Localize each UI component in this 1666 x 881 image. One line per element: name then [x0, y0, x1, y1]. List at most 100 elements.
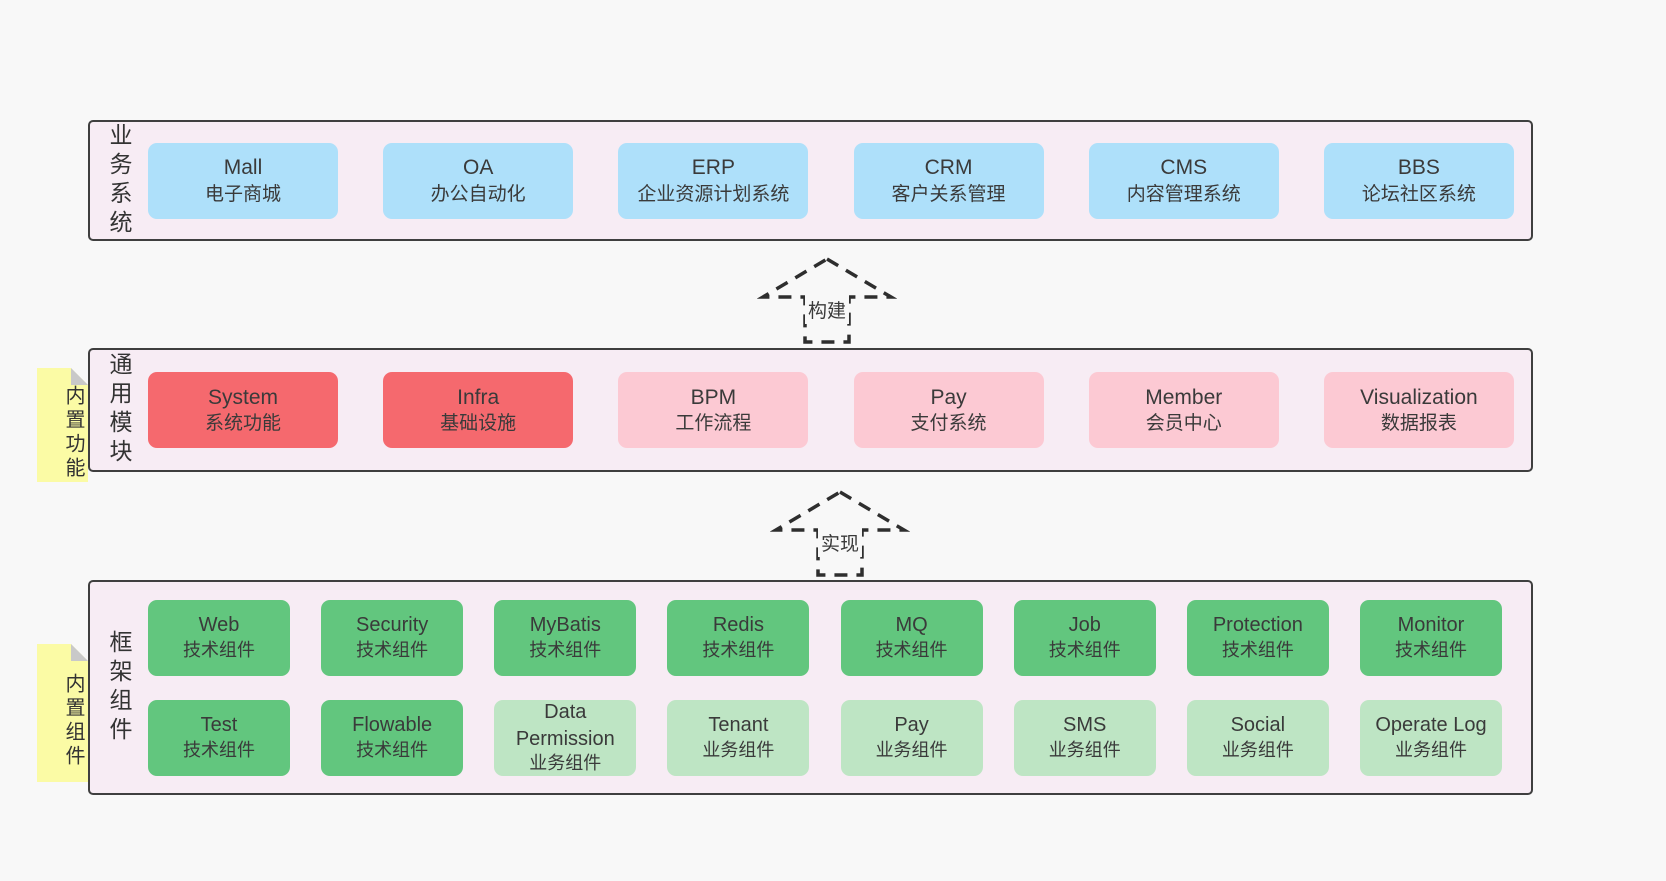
box-system: System 系统功能 [148, 372, 338, 448]
box-member: Member 会员中心 [1088, 372, 1279, 448]
box-data-permission: Data Permission 业务组件 [494, 699, 637, 776]
box-name: Social [1230, 714, 1286, 737]
box-infra: Infra 基础设施 [383, 372, 574, 448]
box-protection: Protection 技术组件 [1186, 599, 1329, 676]
box-monitor: Monitor 技术组件 [1359, 599, 1502, 676]
box-name: CRM [924, 156, 973, 180]
implement-arrow-label: 实现 [817, 528, 863, 557]
box-name: System [207, 385, 278, 409]
modules-boxes-row: System 系统功能 Infra 基础设施 BPM 工作流程 Pay 支付系统… [148, 350, 1531, 470]
box-desc: 论坛社区系统 [1361, 183, 1476, 205]
panel-title-modules: 通用模块 [106, 352, 132, 468]
box-desc: 办公自动化 [430, 183, 526, 205]
box-tenant: Tenant 业务组件 [667, 699, 810, 776]
box-name: Visualization [1360, 385, 1478, 409]
box-name: BBS [1397, 156, 1440, 180]
box-erp: ERP 企业资源计划系统 [618, 142, 809, 219]
note-text: 内置组件 [62, 673, 84, 769]
box-name: Redis [712, 614, 764, 637]
box-name: SMS [1063, 714, 1107, 737]
box-social: Social 业务组件 [1186, 699, 1329, 776]
box-desc: 业务组件 [529, 753, 602, 774]
box-desc: 技术组件 [1048, 639, 1121, 660]
box-desc: 技术组件 [356, 639, 429, 660]
panel-business-systems: 业务系统 Mall 电子商城 OA 办公自动化 ERP 企业资源计划系统 CRM… [88, 120, 1533, 241]
box-oa: OA 办公自动化 [383, 142, 574, 219]
box-desc: 工作流程 [675, 413, 752, 435]
box-operate-log: Operate Log 业务组件 [1359, 699, 1502, 776]
box-name: Pay [894, 714, 929, 737]
box-bpm: BPM 工作流程 [618, 372, 809, 448]
box-desc: 电子商城 [204, 183, 281, 205]
box-security: Security 技术组件 [321, 599, 464, 676]
box-desc: 支付系统 [910, 413, 987, 435]
box-desc: 技术组件 [183, 639, 255, 660]
box-name: Test [200, 714, 238, 737]
build-arrow: 构建 [757, 255, 897, 345]
box-test: Test 技术组件 [148, 699, 290, 776]
panel-title-framework: 框架组件 [106, 629, 132, 746]
box-desc: 业务组件 [1394, 739, 1467, 760]
box-sms: SMS 业务组件 [1013, 699, 1156, 776]
box-name: Job [1068, 614, 1101, 637]
box-mq: MQ 技术组件 [840, 599, 983, 676]
box-desc: 基础设施 [440, 413, 517, 435]
note-built-in-components: 内置组件 [37, 644, 88, 782]
box-desc: 技术组件 [1221, 639, 1294, 660]
note-fold-icon [71, 368, 88, 385]
box-name: OA [463, 156, 494, 180]
box-name: CMS [1160, 156, 1208, 180]
box-desc: 内容管理系统 [1126, 183, 1241, 205]
framework-row-2: Test 技术组件 Flowable 技术组件 Data Permission … [148, 699, 1502, 776]
box-web: Web 技术组件 [148, 599, 290, 676]
box-pay-component: Pay 业务组件 [840, 699, 983, 776]
box-mall: Mall 电子商城 [148, 142, 338, 219]
box-mybatis: MyBatis 技术组件 [494, 599, 637, 676]
panel-framework-components: 框架组件 Web 技术组件 Security 技术组件 MyBatis 技术组件… [88, 580, 1533, 795]
box-name: Operate Log [1375, 714, 1487, 737]
box-job: Job 技术组件 [1013, 599, 1156, 676]
note-built-in-features: 内置功能 [37, 368, 88, 482]
box-name: Infra [457, 385, 500, 409]
box-redis: Redis 技术组件 [667, 599, 810, 676]
box-visualization: Visualization 数据报表 [1323, 372, 1514, 448]
box-bbs: BBS 论坛社区系统 [1323, 142, 1514, 219]
box-name: Monitor [1397, 614, 1465, 637]
box-cms: CMS 内容管理系统 [1088, 142, 1279, 219]
framework-row-1: Web 技术组件 Security 技术组件 MyBatis 技术组件 Redi… [148, 599, 1502, 676]
box-name: Pay [930, 385, 967, 409]
box-desc: 技术组件 [1394, 639, 1467, 660]
box-desc: 业务组件 [875, 739, 948, 760]
framework-boxes-grid: Web 技术组件 Security 技术组件 MyBatis 技术组件 Redi… [148, 582, 1531, 793]
box-desc: 技术组件 [875, 639, 948, 660]
build-arrow-label: 构建 [804, 295, 850, 324]
box-desc: 企业资源计划系统 [637, 183, 790, 205]
box-name: Data Permission [515, 701, 615, 750]
box-name: MyBatis [529, 614, 601, 637]
box-desc: 会员中心 [1145, 413, 1222, 435]
box-desc: 技术组件 [529, 639, 602, 660]
box-name: Security [356, 614, 429, 637]
note-text: 内置功能 [62, 385, 84, 481]
box-desc: 数据报表 [1380, 413, 1457, 435]
box-name: Member [1145, 385, 1223, 409]
box-desc: 技术组件 [702, 639, 775, 660]
box-name: Tenant [708, 714, 769, 737]
box-desc: 系统功能 [204, 413, 281, 435]
box-desc: 技术组件 [183, 739, 255, 760]
box-desc: 业务组件 [1221, 739, 1294, 760]
business-boxes-row: Mall 电子商城 OA 办公自动化 ERP 企业资源计划系统 CRM 客户关系… [148, 122, 1531, 239]
box-desc: 业务组件 [702, 739, 775, 760]
box-crm: CRM 客户关系管理 [853, 142, 1044, 219]
panel-common-modules: 通用模块 System 系统功能 Infra 基础设施 BPM 工作流程 Pay… [88, 348, 1533, 472]
implement-arrow: 实现 [770, 488, 910, 578]
box-desc: 客户关系管理 [891, 183, 1006, 205]
box-name: Flowable [352, 714, 433, 737]
box-desc: 技术组件 [356, 739, 429, 760]
box-desc: 业务组件 [1048, 739, 1121, 760]
box-name: ERP [691, 156, 735, 180]
box-pay-system: Pay 支付系统 [853, 372, 1044, 448]
box-name: MQ [895, 614, 928, 637]
panel-title-business: 业务系统 [106, 122, 132, 239]
